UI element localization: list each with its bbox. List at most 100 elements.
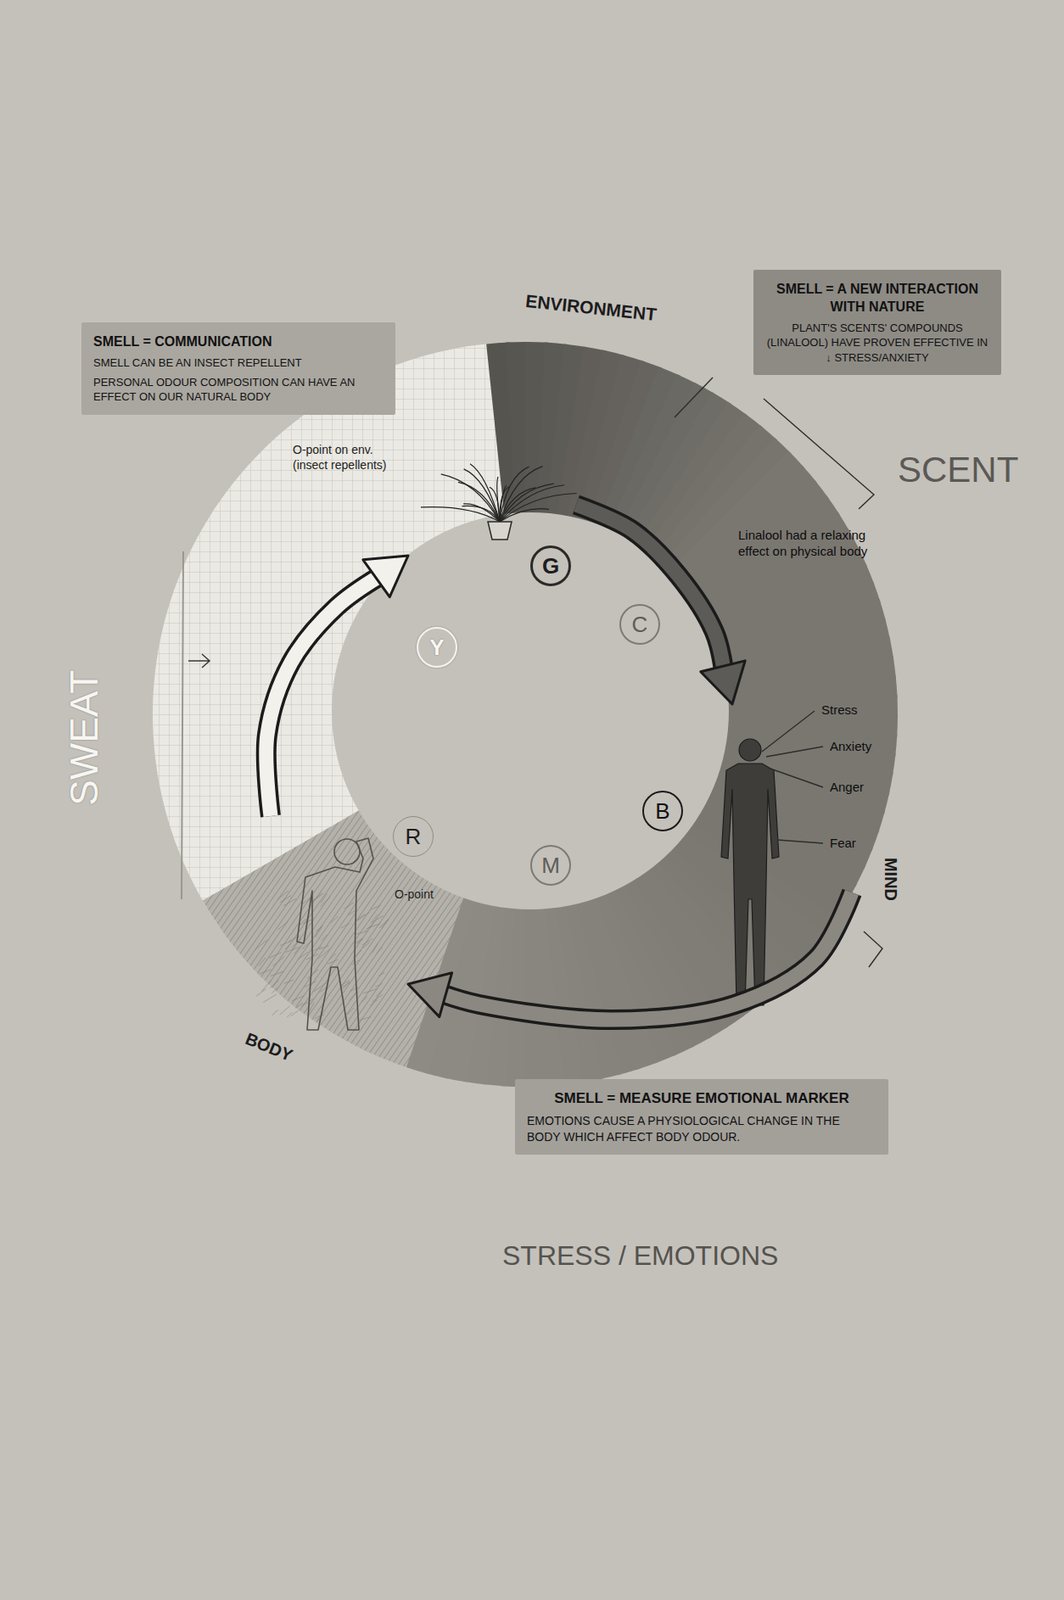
pencil-shading xyxy=(376,946,383,954)
pencil-shading xyxy=(286,1012,292,1018)
plant-leaf xyxy=(420,507,500,522)
letter-circle: M xyxy=(530,845,572,886)
leader-line xyxy=(761,711,815,752)
figure-outline xyxy=(296,838,374,1031)
pencil-shading xyxy=(297,952,308,959)
pencil-shading xyxy=(291,1010,299,1017)
pencil-shading xyxy=(283,898,297,906)
pencil-shading xyxy=(344,901,355,909)
cycle-arrow xyxy=(408,892,852,1020)
pencil-shading xyxy=(301,998,314,1007)
circle-letter: B xyxy=(655,800,670,823)
cycle-arrow xyxy=(576,504,745,705)
note-body: PERSONAL ODOUR COMPOSITION CAN HAVE AN E… xyxy=(93,375,384,404)
theme-label: SCENT xyxy=(897,448,1019,493)
leader-line xyxy=(767,767,824,788)
emotion-label: Anger xyxy=(829,779,864,796)
pencil-shading xyxy=(313,946,322,952)
pencil-shading xyxy=(357,912,370,921)
circle-letter: Y xyxy=(429,636,444,659)
cycle-arrow xyxy=(266,555,409,817)
letter-circle: G xyxy=(530,545,572,587)
pencil-shading xyxy=(369,999,378,1006)
pencil-shading xyxy=(363,989,377,994)
theme-label: SWEAT xyxy=(60,670,110,807)
arrow-fill xyxy=(576,504,724,670)
emotion-label: Fear xyxy=(829,835,857,852)
pencil-shading xyxy=(280,895,292,903)
pencil-shading xyxy=(330,916,338,924)
pencil-shading xyxy=(347,1008,355,1015)
pencil-shading xyxy=(375,991,381,997)
arrow-outline xyxy=(266,576,380,817)
letter-circle: Y xyxy=(416,627,458,668)
pencil-shading xyxy=(271,1009,278,1016)
pencil-shading xyxy=(321,935,328,941)
arrow-head xyxy=(700,660,745,705)
pencil-shading xyxy=(263,994,277,1003)
pencil-shading xyxy=(271,987,278,994)
plant-drawing xyxy=(420,464,577,540)
pencil-shading xyxy=(370,905,381,910)
pencil-shading xyxy=(372,943,379,953)
standing-figure xyxy=(721,739,779,1006)
pencil-shading xyxy=(277,920,289,930)
pencil-shading xyxy=(370,914,379,924)
note-heading: SMELL = A NEW INTERACTION WITH NATURE xyxy=(765,280,990,316)
letter-circle: C xyxy=(619,604,661,645)
emotion-label: Stress xyxy=(821,702,858,719)
circle-letter: R xyxy=(405,825,422,848)
pencil-shading xyxy=(378,972,385,976)
pencil-shading xyxy=(270,971,284,976)
pencil-shading xyxy=(341,924,350,929)
letter-circle: R xyxy=(392,816,434,857)
figure-body xyxy=(721,763,779,1006)
margin-line xyxy=(181,551,184,900)
arrow-fill xyxy=(442,892,852,1020)
arrow-head xyxy=(363,555,409,598)
leader-line xyxy=(766,746,824,757)
pencil-shading xyxy=(307,969,319,980)
pencil-shading xyxy=(313,983,327,992)
pencil-shading xyxy=(262,980,271,992)
pencil-shading xyxy=(284,980,295,985)
pencil-shading xyxy=(269,980,279,989)
pencil-shading xyxy=(362,996,368,1003)
note-heading: SMELL = MEASURE EMOTIONAL MARKER xyxy=(526,1089,877,1109)
plant-leaf xyxy=(499,485,565,522)
region-label: BODY xyxy=(241,1028,296,1067)
leader-line xyxy=(674,377,713,418)
plant-leaf xyxy=(499,493,577,522)
pencil-shading xyxy=(347,910,357,916)
pencil-shading xyxy=(255,940,268,950)
figure-head xyxy=(334,839,360,865)
pencil-shading xyxy=(294,946,302,955)
pencil-shading xyxy=(375,983,382,987)
pencil-shading xyxy=(357,937,363,944)
region-label: ENVIRONMENT xyxy=(524,290,658,326)
pencil-shading xyxy=(280,940,292,946)
note-body: SMELL CAN BE AN INSECT REPELLENT xyxy=(93,355,384,370)
pencil-shading xyxy=(258,957,266,966)
arrow-fill xyxy=(266,576,380,817)
pencil-shading xyxy=(291,996,304,1002)
note-patch: SMELL = COMMUNICATION SMELL CAN BE AN INS… xyxy=(81,322,396,415)
arrow-outline xyxy=(442,892,852,1020)
pencil-shading xyxy=(358,1017,372,1021)
pencil-shading xyxy=(256,988,267,997)
note-text: O-point on env. (insect repellents) xyxy=(292,442,388,473)
pencil-shading xyxy=(273,957,285,967)
note-text: O-point xyxy=(394,887,434,903)
leader-line xyxy=(777,840,824,844)
note-heading: SMELL = COMMUNICATION xyxy=(93,332,384,351)
emotion-label: Anxiety xyxy=(829,739,872,756)
pencil-shading xyxy=(315,927,323,938)
circle-letter: M xyxy=(541,854,560,877)
pencil-shading xyxy=(258,969,272,975)
note-body: EMOTIONS CAUSE A PHYSIOLOGICAL CHANGE IN… xyxy=(526,1113,877,1145)
circle-letter: C xyxy=(632,613,649,636)
pencil-shading xyxy=(319,948,331,959)
pencil-shading xyxy=(299,919,313,925)
